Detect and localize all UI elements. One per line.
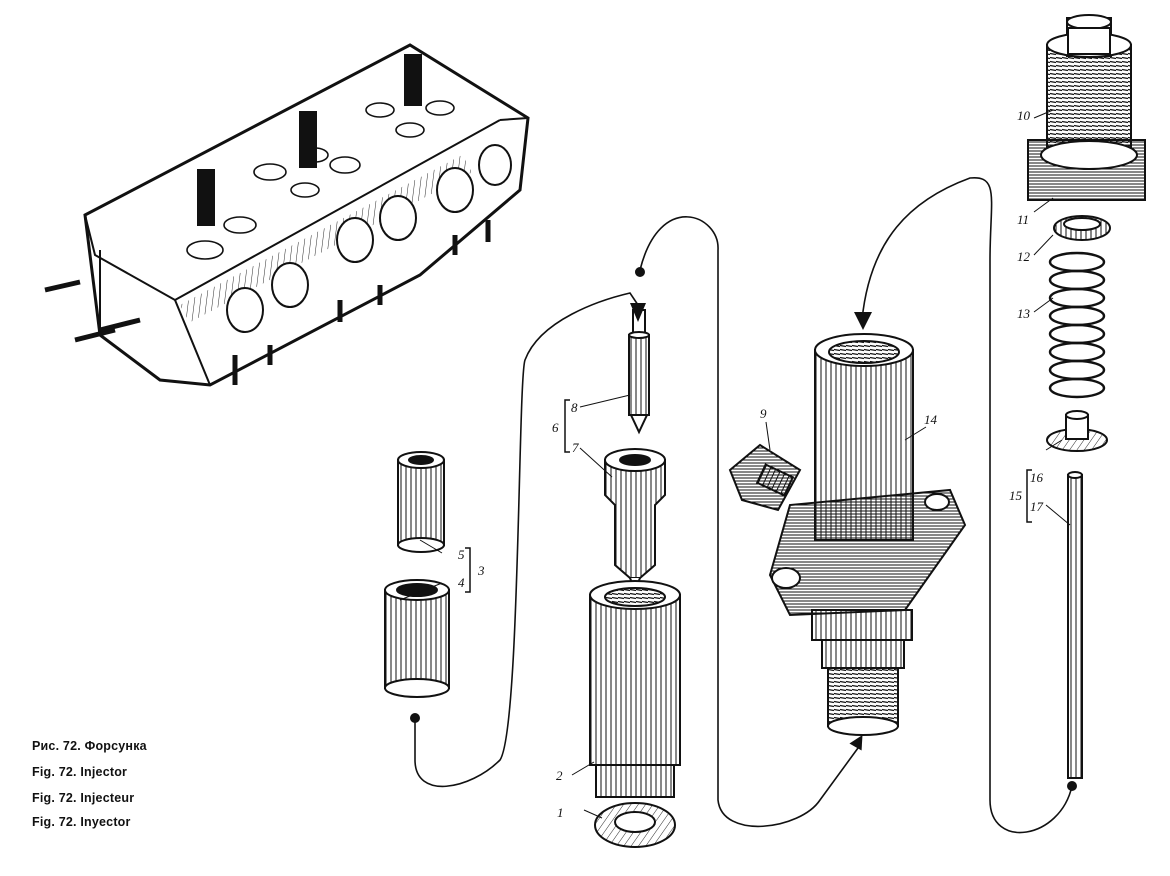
caption-fig-number: Fig. 72. [32,765,77,779]
nozzle-nut-part-2 [589,580,681,798]
caption-fig-number: Рис. 72. [32,739,81,753]
callout-3: 3 [477,563,485,578]
leader-lines [399,109,1071,819]
callout-1: 1 [557,805,564,820]
callout-4: 4 [458,575,465,590]
bracket-3 [465,547,471,593]
needle-part-8 [628,309,650,435]
caption-fig-number: Fig. 72. [32,791,77,805]
callout-17: 17 [1030,499,1044,514]
callout-labels: 1 2 3 4 5 6 7 8 9 10 11 12 13 14 15 16 1… [458,108,1044,820]
sleeve-part-5 [397,451,445,553]
caption-french: Fig. 72. Injecteur [32,791,134,805]
spring-plate-part-16 [1046,410,1108,452]
cylinder-head [44,43,530,387]
callout-5: 5 [458,547,465,562]
caption-title: Injector [80,765,128,779]
callout-9: 9 [760,406,767,421]
caption-title: Injecteur [80,791,135,805]
bracket-15 [1026,469,1032,523]
caption-title: Inyector [80,815,131,829]
callout-14: 14 [924,412,938,427]
callout-11: 11 [1017,212,1029,227]
washer-part-12 [1053,215,1111,241]
callout-6: 6 [552,420,559,435]
sleeve-part-4 [384,579,450,698]
push-rod-part-17 [1067,471,1083,779]
caption-russian: Рис. 72. Форсунка [32,739,147,753]
fitting-part-9 [728,443,802,512]
spring-part-13 [1048,251,1106,399]
caption-title: Форсунка [84,739,147,753]
callout-8: 8 [571,400,578,415]
cap-nut-part-10 [1027,14,1146,201]
callout-12: 12 [1017,249,1031,264]
caption-spanish: Fig. 72. Inyector [32,815,131,829]
callout-15: 15 [1009,488,1023,503]
flow-endpoint-dots [410,267,1077,791]
flow-arrowheads [630,303,872,751]
callout-13: 13 [1017,306,1031,321]
assembly-flow-lines [414,177,1073,834]
caption-fig-number: Fig. 72. [32,815,77,829]
sprayer-part-7 [604,448,666,593]
callout-10: 10 [1017,108,1031,123]
washer-part-1 [594,802,676,848]
callout-7: 7 [572,440,579,455]
callout-16: 16 [1030,470,1044,485]
caption-english: Fig. 72. Injector [32,765,127,779]
callout-2: 2 [556,768,563,783]
injector-body-part-14 [768,333,967,736]
bracket-6 [564,399,570,453]
